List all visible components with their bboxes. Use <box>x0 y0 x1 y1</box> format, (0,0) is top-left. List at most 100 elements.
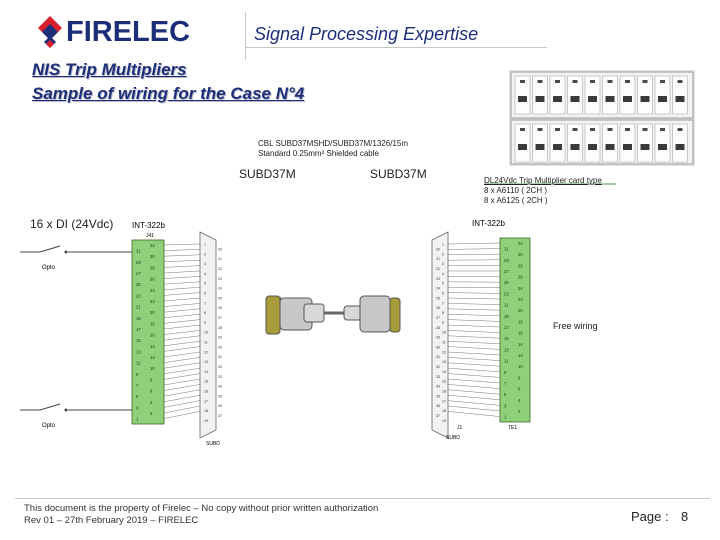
left-terminal-label: 31 <box>136 249 141 254</box>
right-terminal-label: 29 <box>504 258 509 263</box>
left-j-label: J41 <box>146 233 155 239</box>
footer-divider <box>15 498 710 499</box>
left-wire <box>163 319 201 324</box>
left-subd-pin: 8 <box>204 311 206 315</box>
connector-label-right: SUBD37M <box>370 167 427 181</box>
right-terminal-label: 7 <box>504 381 507 386</box>
left-wire <box>163 249 201 251</box>
page-title-line1: NIS Trip Multipliers <box>32 60 187 79</box>
left-terminal-label: 10 <box>150 366 155 371</box>
left-subd-pin: 37 <box>218 414 222 418</box>
right-terminal-label: 24 <box>518 286 523 291</box>
right-subd-pin: 9 <box>442 321 444 325</box>
left-subd-pin: 6 <box>204 292 206 296</box>
left-wire <box>163 270 201 274</box>
right-terminal-label: 19 <box>504 314 509 319</box>
right-terminal-label: 20 <box>518 308 523 313</box>
rack-card-led <box>555 80 560 83</box>
right-terminal-label: 13 <box>504 347 509 352</box>
left-terminal-label: 28 <box>150 265 155 270</box>
right-te-label: TE1 <box>508 425 518 431</box>
cable-spec-line1: CBL SUBD37MSHD/SUBD37M/1326/15m <box>258 139 408 148</box>
left-subd-pin: 18 <box>204 409 208 413</box>
rack-card <box>549 123 566 163</box>
right-terminal-label: 2 <box>518 409 521 414</box>
right-subd-pin: 6 <box>442 292 444 296</box>
left-subd-pin: 2 <box>204 252 206 256</box>
right-subd-pin: 12 <box>442 350 446 354</box>
left-subd-pin: 3 <box>204 262 206 266</box>
left-wire <box>163 254 201 257</box>
left-terminal-label: 26 <box>150 277 155 282</box>
right-subd-pin: 15 <box>442 380 446 384</box>
left-terminal-label: 14 <box>150 344 155 349</box>
left-terminal-label: 18 <box>150 321 155 326</box>
right-subd-pin: 25 <box>436 296 440 300</box>
rack-card-led <box>677 128 683 131</box>
rack-card <box>532 75 548 115</box>
rack-card-connector <box>605 144 615 150</box>
right-terminal-label: 5 <box>504 392 507 397</box>
rack-card-led <box>660 80 665 83</box>
left-wire <box>163 368 201 374</box>
rack-card-led <box>572 80 578 83</box>
right-wire <box>447 368 501 372</box>
right-terminal-label: 14 <box>518 342 523 347</box>
header-underline <box>245 47 547 48</box>
rack-card <box>637 123 653 163</box>
left-wire <box>163 362 201 369</box>
rack-card <box>584 123 601 163</box>
left-subd-pin: 9 <box>204 321 206 325</box>
right-subd-pin: 17 <box>442 399 446 403</box>
di-switch-top <box>20 245 132 254</box>
left-subd-pin: 35 <box>218 394 222 398</box>
left-wire <box>163 389 201 397</box>
rack-card-connector <box>518 144 527 150</box>
right-subd-pin: 18 <box>442 409 446 413</box>
dl-card-description: DL24Vdc Trip Multiplier card type 8 x A6… <box>484 176 602 206</box>
right-wire <box>447 346 501 350</box>
left-wire <box>163 303 201 307</box>
rack-card-connector <box>675 96 685 102</box>
left-subd-pin: 21 <box>218 257 222 261</box>
left-wire <box>163 373 201 380</box>
rack-card <box>672 75 688 115</box>
rack-card-connector <box>640 96 650 102</box>
rack-card-connector <box>675 144 685 150</box>
rack-card-led <box>625 128 630 131</box>
rack-card <box>532 123 548 163</box>
right-wire <box>447 357 501 361</box>
rack-card-led <box>642 80 648 83</box>
rack-card-led <box>590 128 595 131</box>
left-terminal-label: 2 <box>150 411 153 416</box>
rack-card <box>619 75 636 115</box>
free-wiring-note: Free wiring <box>553 321 598 331</box>
left-subd-pin: 10 <box>204 331 208 335</box>
rack-card-connector <box>588 96 597 102</box>
brand-name: FIRELEC <box>66 16 191 48</box>
right-subd-pin: 26 <box>436 306 440 310</box>
right-wire <box>447 297 501 300</box>
right-subd-pin: 2 <box>442 252 444 256</box>
rack-card <box>514 75 531 115</box>
right-wire <box>447 319 501 322</box>
right-wire <box>447 378 501 384</box>
opto-label-bottom: Opto <box>42 423 56 429</box>
rack-card <box>602 123 618 163</box>
rack-card-connector <box>535 144 545 150</box>
left-terminal-label: 23 <box>136 293 141 298</box>
right-terminal-label: 9 <box>504 370 507 375</box>
left-subd-pin: 7 <box>204 301 206 305</box>
right-terminal-label: 23 <box>504 291 509 296</box>
left-wire <box>163 243 201 246</box>
right-subd-pin: 7 <box>442 301 444 305</box>
left-wire <box>163 351 201 358</box>
opto-label-top: Opto <box>42 265 56 271</box>
left-wire <box>163 314 201 318</box>
right-subd-pin: 30 <box>436 345 440 349</box>
rack-card <box>619 123 636 163</box>
rack-card <box>567 75 583 115</box>
right-wire <box>447 373 501 378</box>
right-subd-pin: 27 <box>436 316 440 320</box>
left-subd-pin: 33 <box>218 375 222 379</box>
